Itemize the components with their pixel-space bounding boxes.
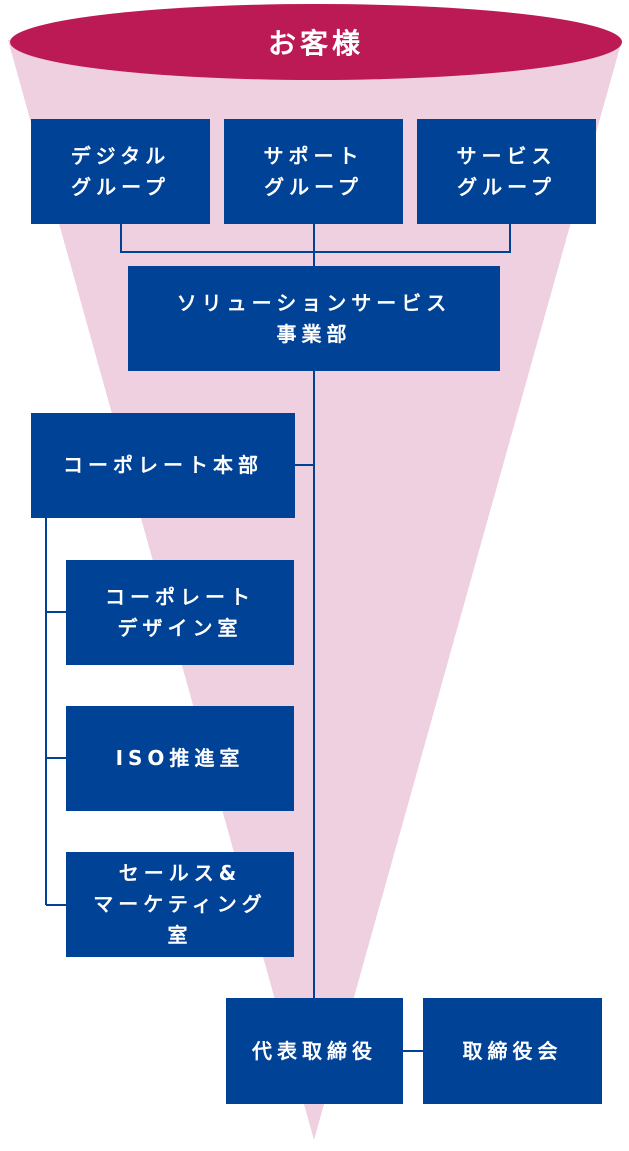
title-ellipse	[10, 4, 622, 80]
sales-marketing-office-box: セールス& マーケティング 室	[66, 852, 294, 957]
group-connector	[120, 224, 511, 253]
connector-lines	[45, 224, 511, 1052]
service-group-box: サービス グループ	[417, 119, 596, 224]
board-of-directors-box: 取締役会	[423, 998, 602, 1104]
representative-director-box: 代表取締役	[226, 998, 403, 1104]
iso-promotion-office-box: ISO推進室	[66, 706, 294, 811]
corporate-division-box: コーポレート本部	[31, 413, 295, 518]
solution-service-division-box: ソリューションサービス 事業部	[128, 266, 500, 371]
support-group-box: サポート グループ	[224, 119, 403, 224]
digital-group-box: デジタル グループ	[31, 119, 210, 224]
corporate-design-office-box: コーポレート デザイン室	[66, 560, 294, 665]
customer-title: お客様	[267, 27, 364, 60]
